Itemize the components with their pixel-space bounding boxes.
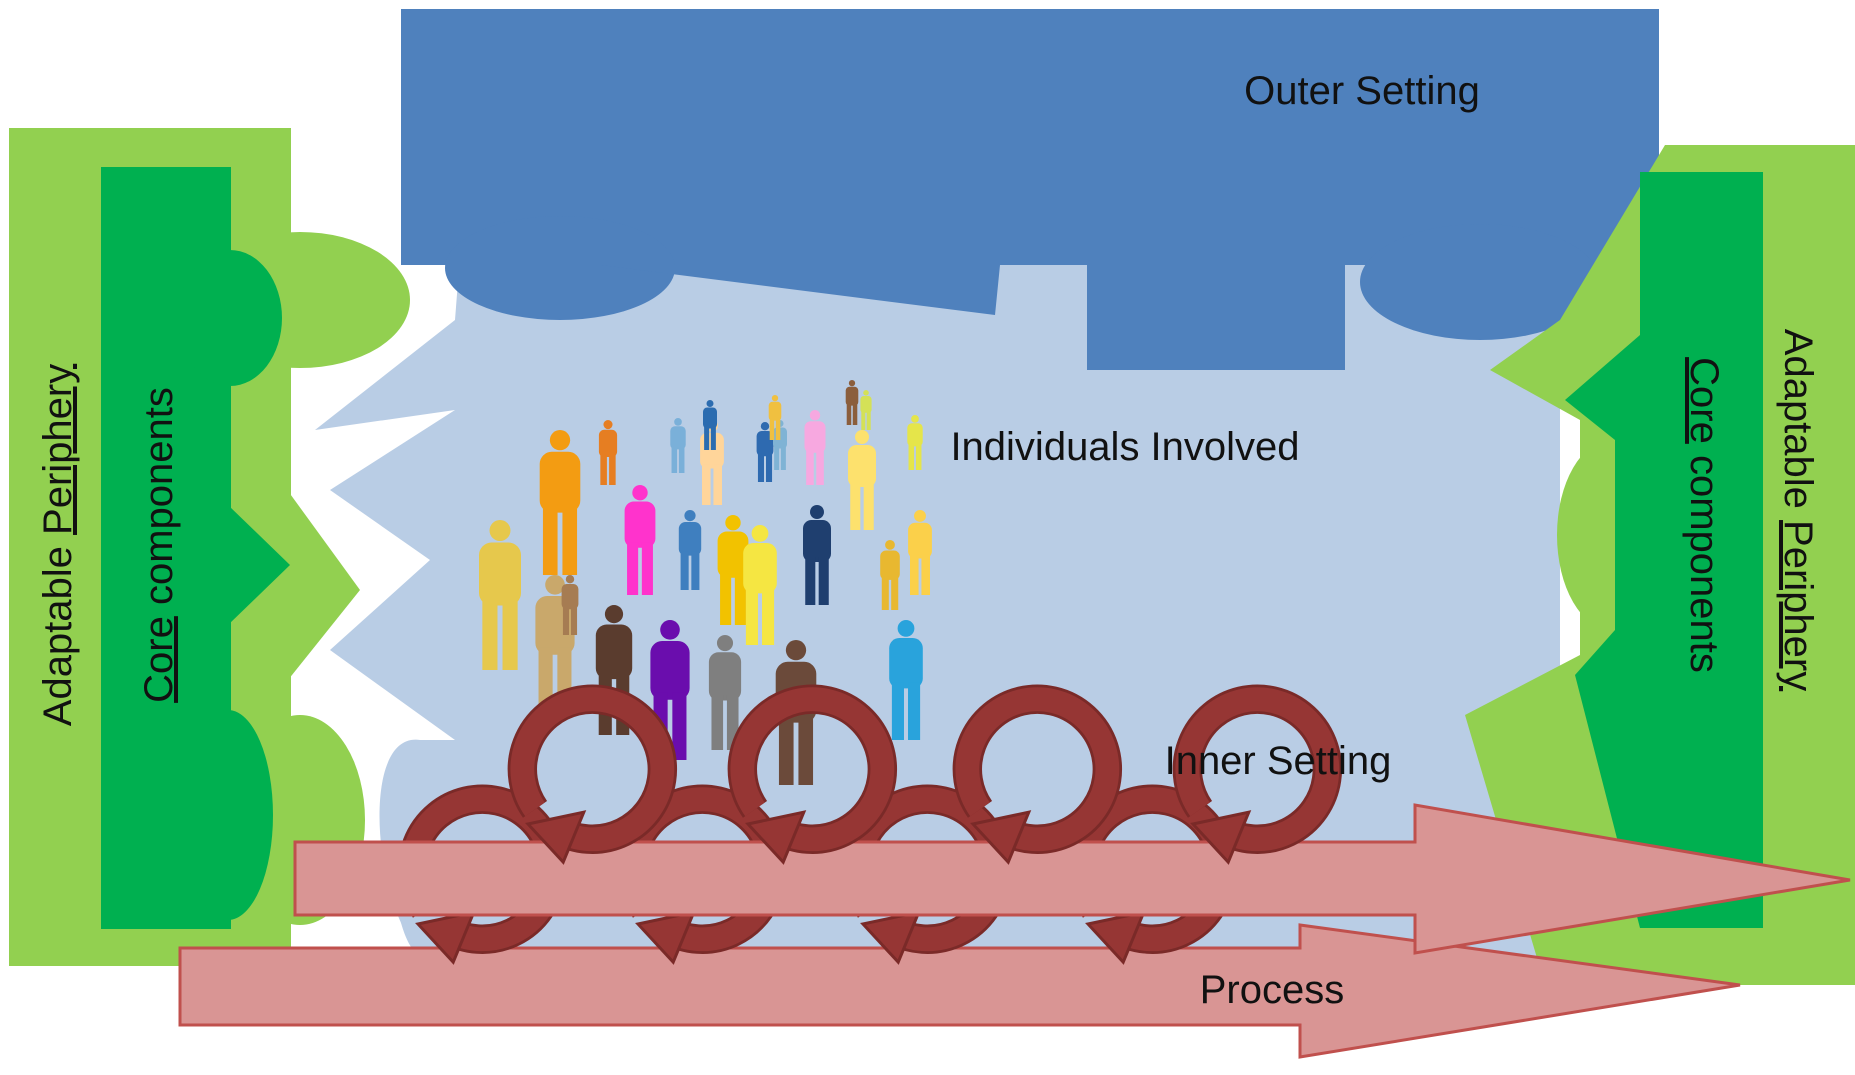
person-silhouette bbox=[624, 485, 656, 595]
person-silhouette bbox=[717, 515, 749, 625]
person-silhouette bbox=[678, 509, 702, 590]
process-arrow-lower bbox=[178, 923, 1741, 1059]
right-adaptable-word: Adaptable bbox=[1776, 329, 1820, 509]
right-core-components bbox=[1565, 172, 1763, 928]
person-silhouette bbox=[743, 525, 777, 645]
svg-text:Adaptable Periph: Adaptable Periphery bbox=[36, 364, 80, 726]
person-silhouette bbox=[804, 410, 826, 485]
right-periphery-word: Periphery bbox=[1776, 520, 1820, 691]
outer-setting-shape bbox=[401, 9, 1659, 370]
left-panel-text: Adaptable Periphery Core components bbox=[36, 364, 181, 726]
left-adaptable-word: Adaptable bbox=[36, 546, 80, 726]
person-silhouette bbox=[561, 575, 579, 635]
right-core-word: Core bbox=[1682, 357, 1726, 444]
person-silhouette bbox=[756, 422, 774, 482]
svg-text:Adaptable Periph: Adaptable Periphery bbox=[1776, 329, 1820, 691]
left-core-components bbox=[101, 167, 290, 929]
person-silhouette bbox=[479, 520, 521, 670]
person-silhouette bbox=[889, 620, 923, 740]
person-silhouette bbox=[598, 420, 618, 485]
person-silhouette bbox=[848, 430, 876, 530]
svg-text:Core components: Core components bbox=[137, 387, 181, 703]
cycle-arrow bbox=[952, 684, 1123, 865]
person-silhouette bbox=[670, 418, 686, 473]
person-silhouette bbox=[845, 380, 859, 425]
person-silhouette bbox=[539, 430, 581, 575]
left-components-word: components bbox=[137, 387, 181, 605]
person-silhouette bbox=[803, 505, 831, 605]
svg-text:Core components: Core components bbox=[1682, 357, 1726, 673]
person-silhouette bbox=[907, 415, 923, 470]
inner-setting-label: Inner Setting bbox=[1165, 739, 1392, 783]
cycle-arrow bbox=[1172, 684, 1343, 865]
cycle-arrow bbox=[507, 684, 678, 865]
process-cycles-upper bbox=[507, 684, 1343, 865]
left-periphery-word: Periphery bbox=[36, 364, 80, 535]
person-silhouette bbox=[768, 395, 782, 440]
outer-setting-label: Outer Setting bbox=[1244, 69, 1480, 113]
individuals-involved-label: Individuals Involved bbox=[950, 425, 1299, 469]
left-core-word: Core bbox=[137, 616, 181, 703]
person-silhouette bbox=[860, 390, 872, 430]
person-silhouette bbox=[703, 400, 717, 450]
person-silhouette bbox=[708, 635, 742, 750]
inner-setting-shape bbox=[315, 255, 1560, 960]
cycle-arrow bbox=[727, 684, 898, 865]
person-silhouette bbox=[880, 540, 900, 610]
right-panel-text: Core components Adaptable Periphery bbox=[1682, 329, 1820, 691]
person-silhouette bbox=[908, 510, 932, 595]
process-arrow-upper bbox=[293, 803, 1851, 955]
right-components-word: components bbox=[1682, 455, 1726, 673]
process-label: Process bbox=[1200, 968, 1345, 1012]
